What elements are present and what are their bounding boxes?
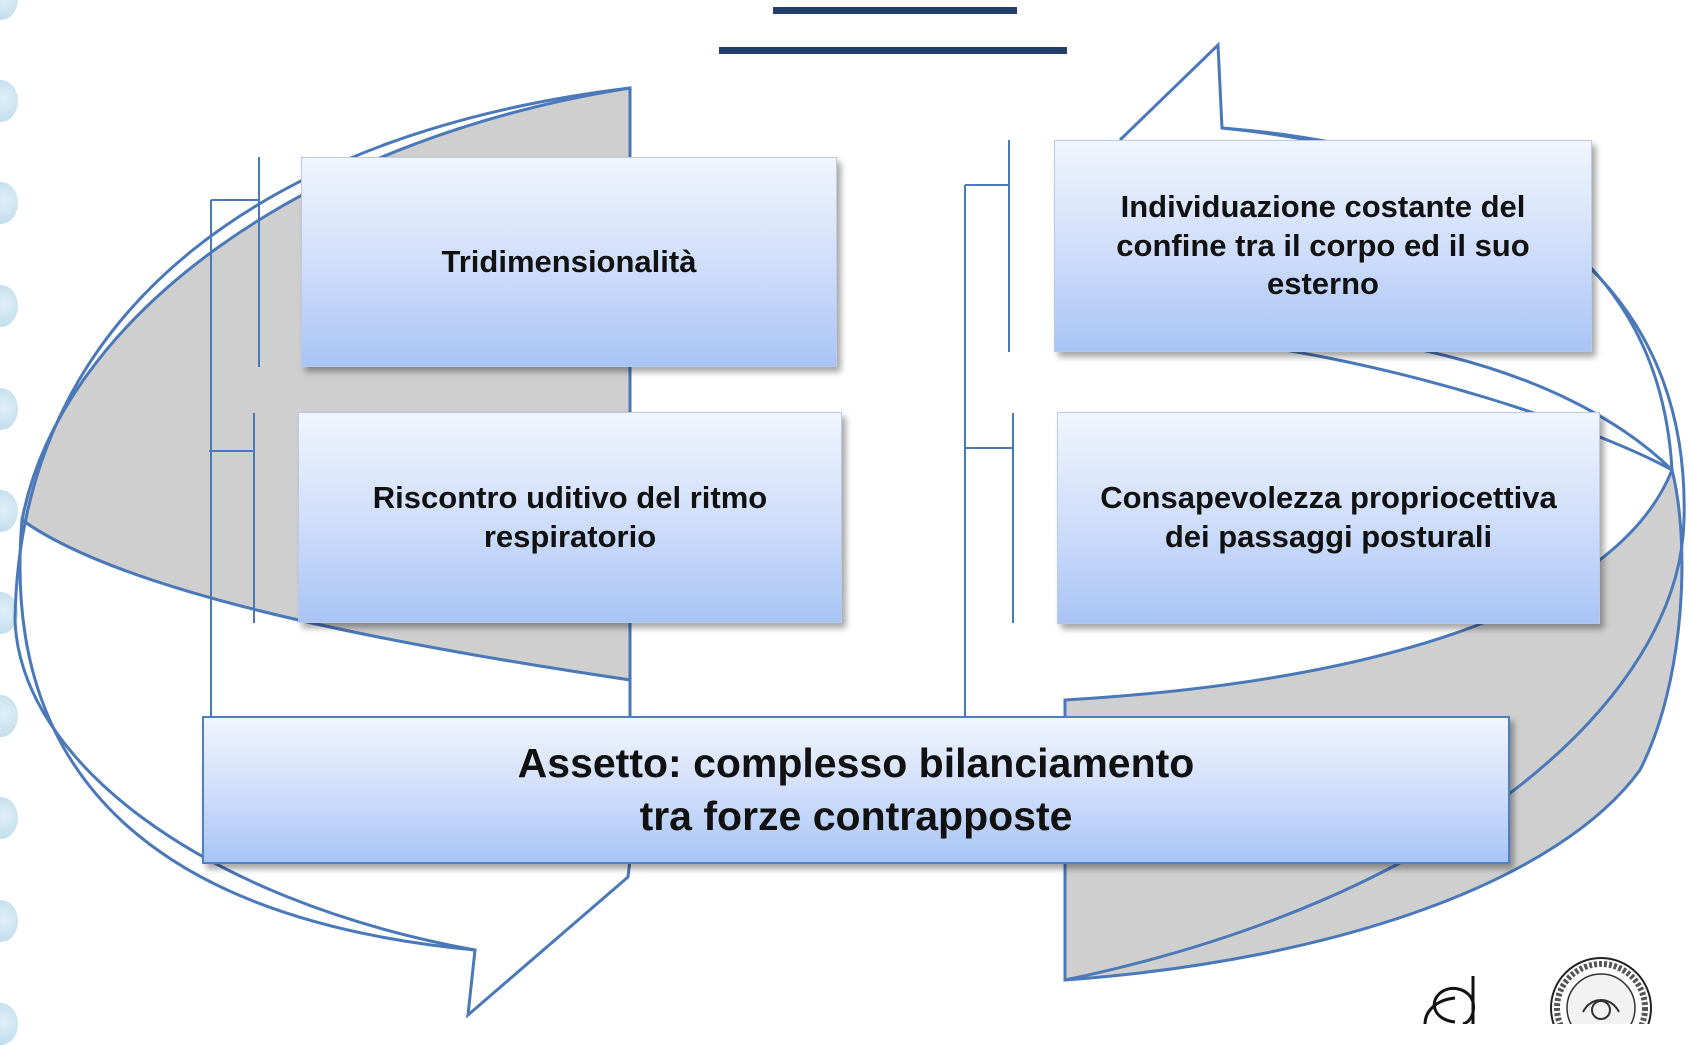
box-tridimensionalita: Tridimensionalità bbox=[301, 157, 837, 367]
decorative-dot bbox=[0, 797, 18, 839]
box-riscontro-uditivo: Riscontro uditivo del ritmo respiratorio bbox=[298, 412, 842, 623]
right-bracket-connectors bbox=[964, 140, 1014, 720]
box-consapevolezza-propriocettiva: Consapevolezza propriocettiva dei passag… bbox=[1057, 412, 1600, 624]
decorative-dot bbox=[0, 80, 18, 122]
decorative-dot bbox=[0, 388, 18, 430]
federation-d-logo bbox=[1423, 976, 1475, 1024]
assetto-line-1: Assetto: complesso bilanciamento bbox=[517, 739, 1195, 786]
decorative-dot bbox=[0, 490, 18, 532]
box-label: Tridimensionalità bbox=[441, 243, 697, 279]
title-line-upper bbox=[773, 7, 1017, 14]
assetto-line-2: tra forze contrapposte bbox=[639, 793, 1073, 839]
decorative-dot bbox=[0, 900, 18, 942]
decorative-dot bbox=[0, 285, 18, 327]
decorative-dot bbox=[0, 592, 18, 634]
box-label: Consapevolezza propriocettiva dei passag… bbox=[1100, 480, 1557, 554]
decorative-dot bbox=[0, 182, 18, 224]
box-assetto: Assetto: complesso bilanciamento tra for… bbox=[202, 716, 1510, 864]
box-label: Individuazione costante del confine tra … bbox=[1116, 188, 1530, 302]
left-bracket-connectors bbox=[209, 157, 260, 720]
circular-seal-logo bbox=[1550, 957, 1652, 1024]
decorative-dot bbox=[0, 695, 18, 737]
box-label: Riscontro uditivo del ritmo respiratorio bbox=[372, 479, 768, 554]
box-individuazione-confine: Individuazione costante del confine tra … bbox=[1054, 140, 1592, 352]
logos-group bbox=[1423, 957, 1652, 1024]
title-line-lower bbox=[719, 47, 1067, 54]
